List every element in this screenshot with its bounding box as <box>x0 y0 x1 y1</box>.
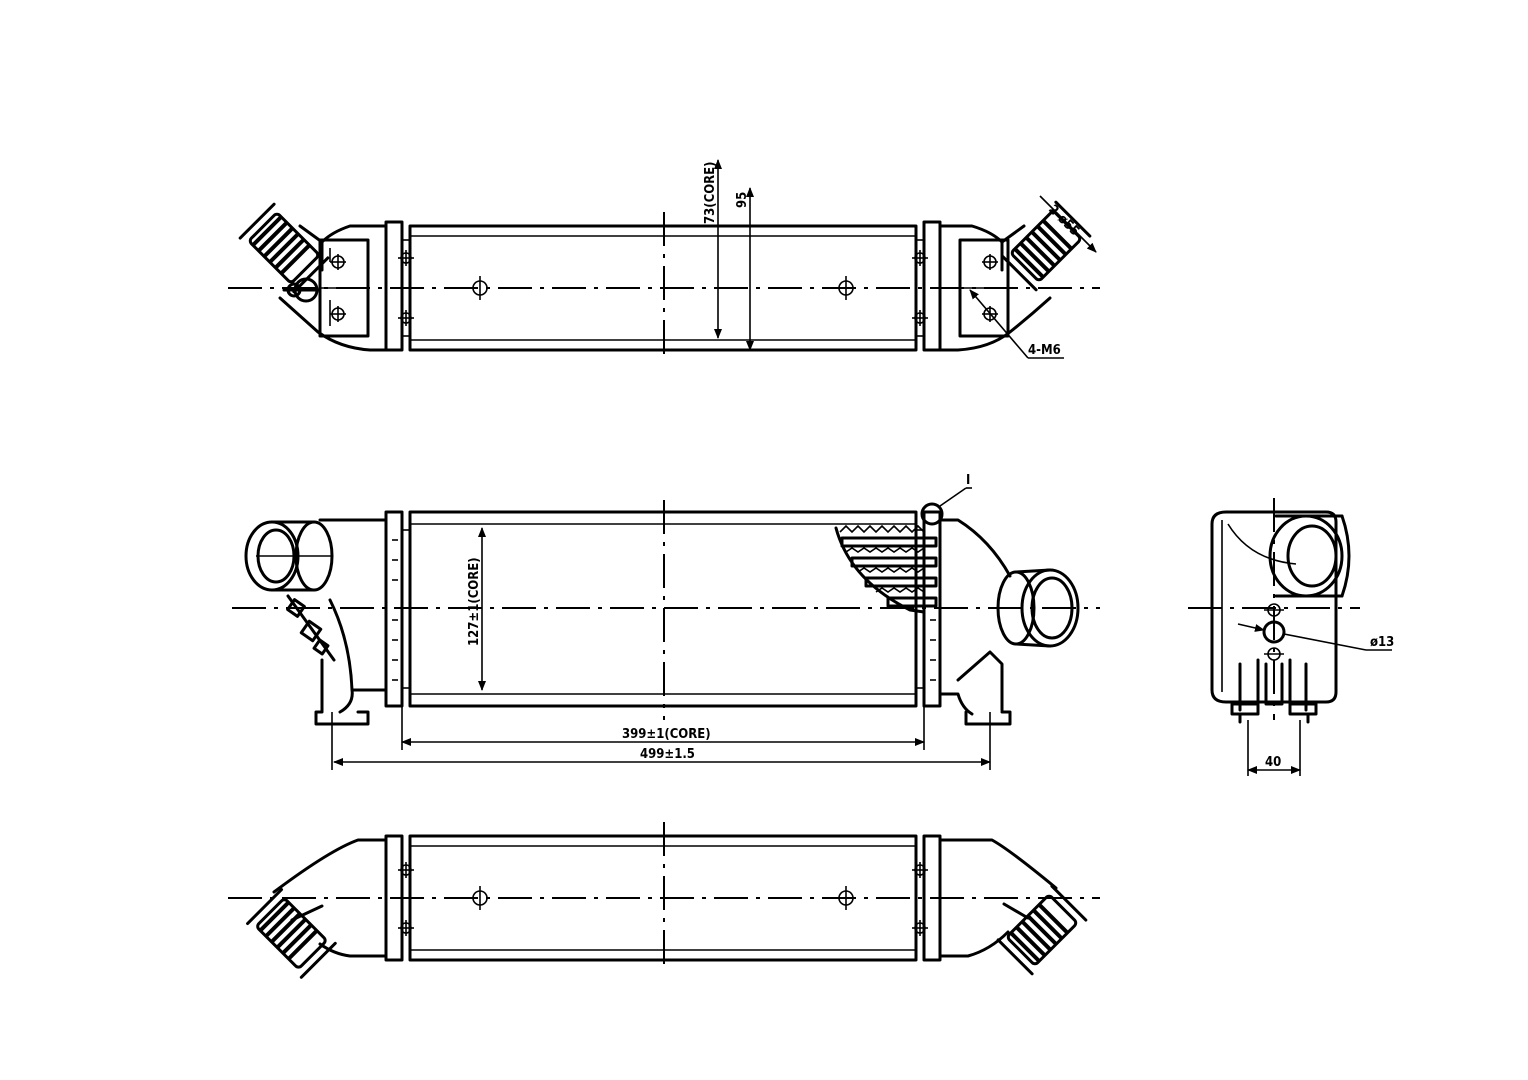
bottom-left-end-plate <box>384 834 404 962</box>
mount-thread-callout: 4-M6 <box>969 289 1064 359</box>
total-width-dimension: 499±1.5 <box>333 747 991 766</box>
total-depth-dimension: 95 <box>735 187 754 351</box>
bracket-spacing-dimension: 40 <box>1247 720 1301 776</box>
top-crosshairs <box>398 250 928 326</box>
pipe-diameter-label: 2-ø55 <box>1045 202 1082 239</box>
front-right-end-plate <box>922 510 942 708</box>
core-depth-label: 73(CORE) <box>703 162 718 225</box>
bottom-core <box>408 834 918 962</box>
front-left-sensor <box>286 594 336 662</box>
side-feet <box>1230 658 1318 724</box>
bottom-right-tank <box>938 838 1058 958</box>
core-height-label: 127±1(CORE) <box>467 557 482 646</box>
front-core <box>408 510 918 708</box>
core-width-label: 399±1(CORE) <box>622 727 711 742</box>
front-left-end-plate <box>384 510 404 708</box>
bottom-right-connector <box>996 884 1088 976</box>
core-height-dimension: 127±1(CORE) <box>467 527 486 691</box>
bottom-right-end-plate <box>922 834 942 962</box>
top-left-mount-holes <box>330 254 346 322</box>
total-depth-label: 95 <box>735 192 750 208</box>
front-right-tank <box>938 518 1012 716</box>
front-right-bracket <box>964 710 1012 726</box>
top-right-mount-holes <box>982 254 998 322</box>
detail-marker-label: I <box>966 473 970 488</box>
bottom-crosshairs <box>398 862 928 936</box>
fin-cutaway-detail <box>834 524 938 614</box>
side-mount-holes <box>1262 603 1286 661</box>
bottom-left-connector <box>246 888 337 979</box>
core-depth-dimension: 73(CORE) <box>703 159 722 339</box>
bottom-view <box>228 822 1100 979</box>
front-left-inlet <box>244 520 334 592</box>
front-view: I <box>232 473 1100 770</box>
core-width-dimension: 399±1(CORE) <box>401 700 925 750</box>
top-core <box>408 224 918 352</box>
bracket-spacing-label: 40 <box>1265 755 1281 770</box>
front-side-ticks <box>392 539 936 681</box>
hole-diameter-callout: ø13 <box>1237 623 1394 651</box>
detail-marker-i: I <box>920 473 972 526</box>
top-left-end-plate <box>384 220 404 352</box>
hole-diameter-label: ø13 <box>1370 635 1394 650</box>
total-width-label: 499±1.5 <box>640 747 695 762</box>
top-view: 73(CORE) 95 2-ø55 4-M6 <box>228 159 1100 362</box>
front-right-outlet <box>996 568 1080 648</box>
side-view: ø13 40 <box>1188 498 1394 776</box>
top-right-connector <box>1000 200 1092 292</box>
side-outlet-pipe <box>1268 514 1351 598</box>
mount-thread-label: 4-M6 <box>1028 343 1061 358</box>
front-left-bracket <box>314 658 370 726</box>
front-left-tank <box>318 518 388 714</box>
top-right-end-plate <box>922 220 942 352</box>
top-left-connector <box>238 202 330 294</box>
